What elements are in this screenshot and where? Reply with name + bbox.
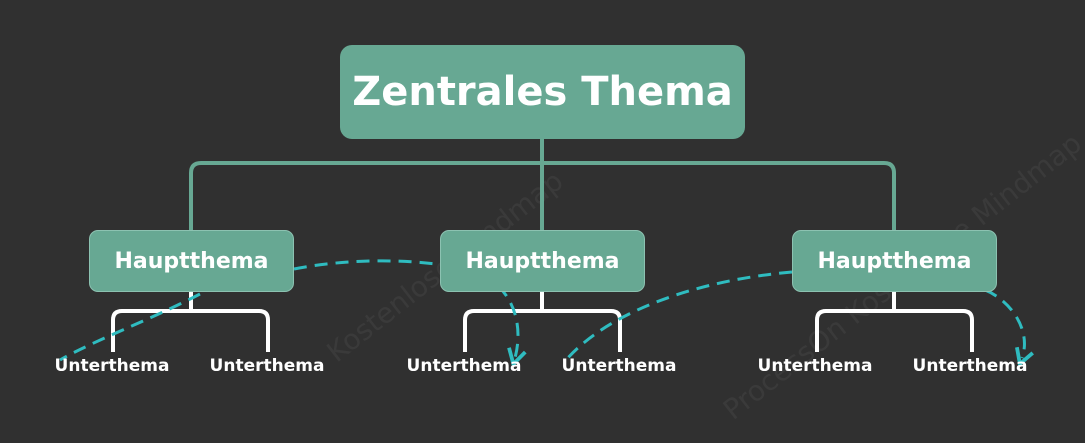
subtopic-node[interactable]: Unterthema [912,356,1028,376]
central-topic-node[interactable]: Zentrales Thema [340,45,745,139]
subtopic-node[interactable]: Unterthema [406,356,522,376]
bracket-right [815,292,974,352]
subtopic-connectors [111,292,974,352]
bracket-left [111,292,270,352]
main-topic-label: Hauptthema [465,248,620,274]
main-topic-label: Hauptthema [114,248,269,274]
relation-line-3 [564,270,793,361]
subtopic-node[interactable]: Unterthema [54,356,170,376]
main-topic-node-2[interactable]: Hauptthema [440,230,645,292]
subtopic-node[interactable]: Unterthema [561,356,677,376]
subtopic-node[interactable]: Unterthema [209,356,325,376]
main-topic-node-1[interactable]: Hauptthema [89,230,294,292]
central-topic-label: Zentrales Thema [352,69,733,115]
subtopic-node[interactable]: Unterthema [757,356,873,376]
main-topic-label: Hauptthema [817,248,972,274]
main-topic-node-3[interactable]: Hauptthema [792,230,997,292]
relation-line-1 [59,292,201,362]
bracket-middle [463,292,622,352]
relation-line-4 [984,288,1034,368]
central-connector [189,139,896,230]
